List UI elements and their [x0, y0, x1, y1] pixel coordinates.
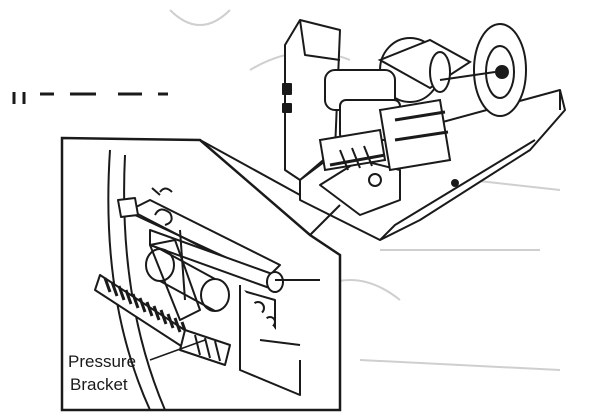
control-button — [282, 83, 292, 95]
stray-marks — [12, 92, 168, 104]
media-guide — [94, 274, 201, 356]
printer-body — [282, 19, 566, 241]
ribbon-supply — [377, 23, 527, 117]
zoom-leader-lines — [199, 139, 341, 236]
inset-mechanism — [94, 149, 320, 411]
callout-label-line1: Pressure — [68, 352, 137, 371]
print-mechanism — [318, 69, 452, 187]
pressure-bracket — [179, 329, 231, 366]
control-button — [282, 103, 292, 113]
callout-label-line2: Bracket — [70, 375, 128, 394]
callout-leader — [149, 339, 206, 361]
